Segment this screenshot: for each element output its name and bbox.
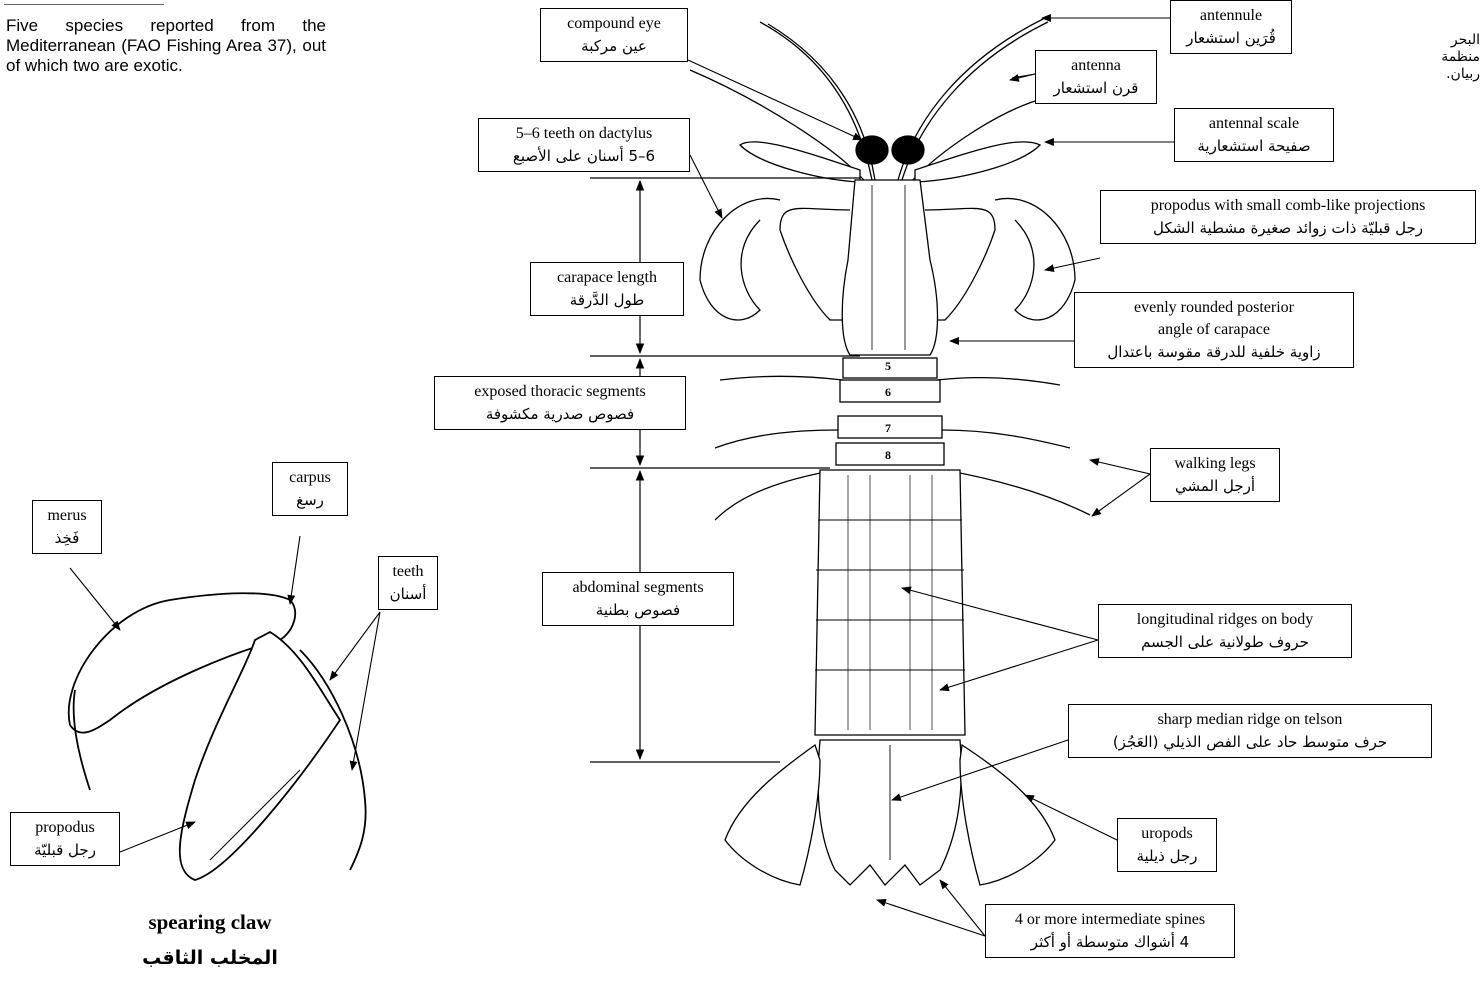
label-text-ar: فصوص بطنية: [549, 599, 727, 621]
label-text-ar: قُرَين استشعار: [1177, 27, 1285, 49]
label-text-ar: طول الدَّرقة: [537, 289, 677, 311]
label-text-ar: 6–5 أسنان على الأصبع: [485, 145, 683, 167]
label-abdominal-segments: abdominal segments فصوص بطنية: [542, 572, 734, 626]
label-teeth: teeth أسنان: [378, 556, 438, 610]
caption-text-en: spearing claw: [110, 910, 310, 935]
label-carpus: carpus رسغ: [272, 462, 348, 516]
label-text-en: evenly rounded posterior: [1081, 297, 1347, 319]
label-text-en: sharp median ridge on telson: [1075, 709, 1425, 731]
label-text-ar: فصوص صدرية مكشوفة: [441, 403, 679, 425]
label-text-ar: رجل قبليّة: [17, 839, 113, 861]
label-uropods: uropods رجل ذيلية: [1117, 818, 1217, 872]
label-text-ar: عين مركبة: [547, 35, 681, 57]
label-text-en: antenna: [1042, 55, 1150, 77]
label-longitudinal-ridges: longitudinal ridges on body حروف طولانية…: [1098, 604, 1352, 658]
label-text-ar: أرجل المشي: [1157, 475, 1273, 497]
label-walking-legs: walking legs أرجل المشي: [1150, 448, 1280, 502]
label-text-en: carapace length: [537, 267, 677, 289]
label-compound-eye: compound eye عين مركبة: [540, 8, 688, 62]
caption-text-ar: المخلب الثاقب: [110, 947, 310, 969]
label-text-ar: 4 أشواك متوسطة أو أكثر: [992, 931, 1228, 953]
label-median-ridge-telson: sharp median ridge on telson حرف متوسط ح…: [1068, 704, 1432, 758]
label-text-ar: رجل ذيلية: [1124, 845, 1210, 867]
label-text-ar: زاوية خلفية للدرقة مقوسة باعتدال: [1081, 341, 1347, 363]
label-propodus: propodus رجل قبليّة: [10, 812, 120, 866]
label-text-en: compound eye: [547, 13, 681, 35]
label-text-en: antennule: [1177, 5, 1285, 27]
label-text-en: exposed thoracic segments: [441, 381, 679, 403]
label-antennule: antennule قُرَين استشعار: [1170, 0, 1292, 54]
label-text-en: carpus: [279, 467, 341, 489]
label-propodus-comb-projections: propodus with small comb-like projection…: [1100, 190, 1476, 244]
label-text-en: 4 or more intermediate spines: [992, 909, 1228, 931]
label-text-en: abdominal segments: [549, 577, 727, 599]
label-text-en: teeth: [385, 561, 431, 583]
label-text-ar: حرف متوسط حاد على الفص الذيلي (العَجُز): [1075, 731, 1425, 753]
label-text-en: angle of carapace: [1081, 319, 1347, 341]
label-text-ar: قرن استشعار: [1042, 77, 1150, 99]
label-text-en: walking legs: [1157, 453, 1273, 475]
label-text-en: 5–6 teeth on dactylus: [485, 123, 683, 145]
label-text-en: propodus: [17, 817, 113, 839]
label-teeth-on-dactylus: 5–6 teeth on dactylus 6–5 أسنان على الأص…: [478, 118, 690, 172]
label-intermediate-spines: 4 or more intermediate spines 4 أشواك مت…: [985, 904, 1235, 958]
label-antennal-scale: antennal scale صفيحة استشعارية: [1174, 108, 1334, 162]
label-text-ar: أسنان: [385, 583, 431, 605]
label-posterior-angle: evenly rounded posterior angle of carapa…: [1074, 292, 1354, 368]
segment-number: 5: [885, 359, 891, 373]
label-antenna: antenna قرن استشعار: [1035, 50, 1157, 104]
label-text-ar: حروف طولانية على الجسم: [1105, 631, 1345, 653]
label-text-ar: رسغ: [279, 489, 341, 511]
label-text-en: merus: [39, 505, 95, 527]
label-text-en: uropods: [1124, 823, 1210, 845]
label-text-ar: صفيحة استشعارية: [1181, 135, 1327, 157]
label-text-en: longitudinal ridges on body: [1105, 609, 1345, 631]
segment-number: 8: [885, 448, 891, 462]
label-merus: merus فَخِذ: [32, 500, 102, 554]
segment-number: 7: [885, 421, 891, 435]
label-text-en: propodus with small comb-like projection…: [1107, 195, 1469, 217]
claw-caption: spearing claw المخلب الثاقب: [110, 910, 310, 969]
label-exposed-thoracic-segments: exposed thoracic segments فصوص صدرية مكش…: [434, 376, 686, 430]
label-text-en: antennal scale: [1181, 113, 1327, 135]
label-text-ar: فَخِذ: [39, 527, 95, 549]
label-carapace-length: carapace length طول الدَّرقة: [530, 262, 684, 316]
segment-number: 6: [885, 385, 891, 399]
label-text-ar: رجل قبليّة ذات زوائد صغيرة مشطية الشكل: [1107, 217, 1469, 239]
